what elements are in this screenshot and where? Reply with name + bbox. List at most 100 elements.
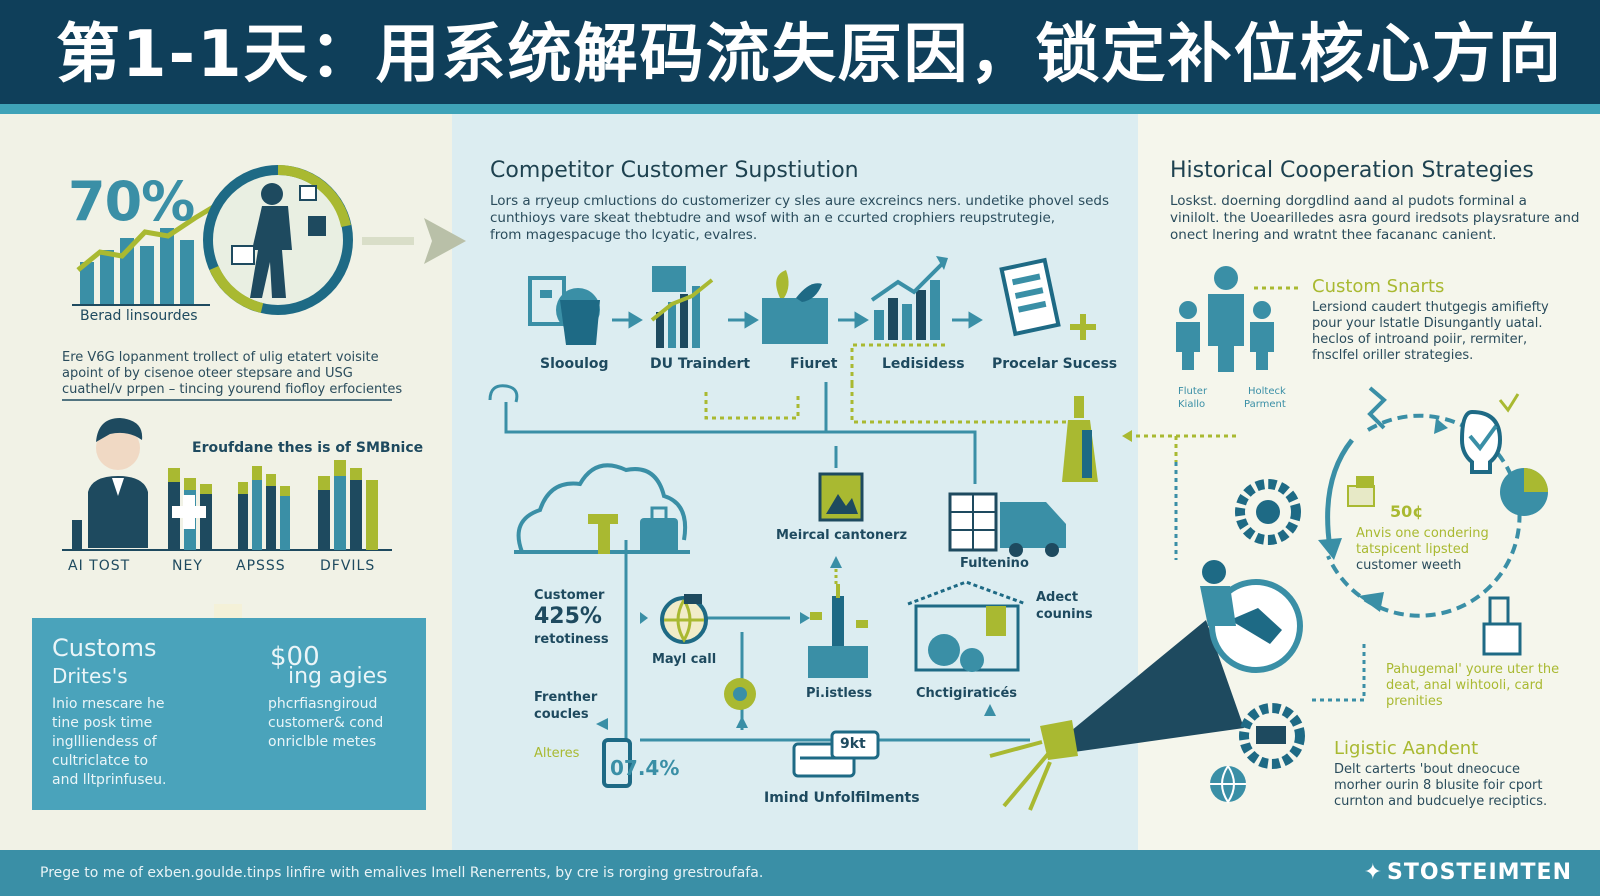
box-line-2: tine posk time <box>52 715 153 731</box>
footer-bar: Prege to me of exben.goulde.tinps linfir… <box>0 850 1600 896</box>
lock-icon <box>1482 596 1522 656</box>
bottom-label: Imind Unfolfilments <box>764 790 920 806</box>
note-line-2: apoint of by cisenoe oteer stepsare and … <box>62 366 353 381</box>
brand-mark-icon: ✦ <box>1363 860 1384 885</box>
pah-line-3: prenities <box>1386 694 1443 709</box>
globe-small-icon <box>1210 765 1246 804</box>
people-left-1: Fluter <box>1178 386 1208 397</box>
brand-name: STOSTEIMTEN <box>1387 860 1572 885</box>
box-line-4: cultriclatce to <box>52 753 149 769</box>
chart-category-1: AI TOST <box>68 558 131 574</box>
flow-step-icon-5 <box>999 257 1096 340</box>
people-group-icon <box>1176 266 1300 372</box>
gear-icon <box>724 678 756 710</box>
box-title-2: Drites's <box>52 664 128 688</box>
flow-label-3: Fiuret <box>790 356 838 372</box>
flow-label-1: Slooulog <box>540 356 609 372</box>
arrow-left-icon <box>1122 430 1132 442</box>
gear-large-icon <box>1235 479 1301 545</box>
box-stat: $00 <box>270 642 320 672</box>
logistic-title: Ligistic Aandent <box>1334 738 1479 759</box>
middle-title: Competitor Customer Supstiution <box>490 158 859 183</box>
middle-desc-3: from magespacuge tho lcyatic, evalres. <box>490 227 758 243</box>
customer-pct: 425% <box>534 604 602 629</box>
page-title: 第1-1天：用系统解码流失原因，锁定补位核心方向 <box>56 18 1556 92</box>
dotted-path-right <box>1174 462 1366 702</box>
header-stripe <box>0 104 1600 114</box>
middle-panel <box>452 114 1138 850</box>
box-line-1: Inio rnescare he <box>52 696 165 712</box>
customs-box: Customs Drites's Inio rnescare he tine p… <box>32 618 426 810</box>
mayl-label: Mayl call <box>652 652 717 667</box>
custom-line-4: fnsclfel oriller strategies. <box>1312 348 1474 363</box>
bottle-icon <box>1062 396 1098 482</box>
stat-line-1: Anvis one condering <box>1356 526 1489 541</box>
flow-label-2: DU Traindert <box>650 356 751 372</box>
handshake-icon <box>1200 560 1303 673</box>
footer-text: Prege to me of exben.goulde.tinps linfir… <box>40 865 764 881</box>
note-line-1: Ere V6G lopanment trollect of ulig etate… <box>62 350 379 365</box>
category-bar-chart <box>62 460 392 551</box>
flow-step-icon-1 <box>528 276 600 345</box>
people-right-2: Parment <box>1244 399 1286 410</box>
alteres-label: Alteres <box>534 746 580 761</box>
gear-card-icon <box>1239 703 1305 769</box>
right-stat: 50¢ <box>1390 502 1424 521</box>
people-right-1: Holteck <box>1248 386 1286 397</box>
phone-icon <box>602 738 632 788</box>
chart-category-4: DFVILS <box>320 558 376 574</box>
stat-line-3: customer weeth <box>1356 558 1462 573</box>
globe-icon <box>660 594 708 644</box>
lightbulb-icon <box>1459 393 1520 474</box>
adect-label-1: Adect <box>1036 590 1079 605</box>
growth-chart-icon <box>72 203 217 306</box>
adect-label-2: counins <box>1036 607 1093 622</box>
person-circle-icon <box>203 165 353 315</box>
right-desc-2: vinilolt. the Uoearilledes asra gourd ir… <box>1170 210 1580 226</box>
cycle-diagram <box>1318 386 1522 618</box>
stat-caption: Berad linsourdes <box>80 308 198 324</box>
house-gears-icon <box>907 580 1027 672</box>
medical-label: Meircal cantonerz <box>776 528 908 543</box>
chotig-label: Chctigiraticés <box>916 686 1018 701</box>
header-banner: 第1-1天：用系统解码流失原因，锁定补位核心方向 <box>0 0 1600 114</box>
box-right-line-3: onriclble metes <box>268 734 377 750</box>
middle-desc-1: Lors a rryeup cmluctions do customerizer… <box>490 193 1110 209</box>
flow-label-4: Ledisidess <box>882 356 965 372</box>
money-stack-icon <box>1347 476 1375 507</box>
ticket-label: 9kt <box>840 736 866 752</box>
frenther-label-2: coucles <box>534 707 589 722</box>
box-title-1: Customs <box>52 634 157 662</box>
stat-pct: 07.4% <box>610 756 680 780</box>
chart-category-2: NEY <box>172 558 203 574</box>
credit-card-icon <box>792 730 880 778</box>
truck-icon <box>948 492 1066 557</box>
note-line-3: cuathel/v prpen – tincing yourend fioflo… <box>62 382 403 397</box>
chart-category-3: APSSS <box>236 558 286 574</box>
cloud-icon <box>514 463 690 554</box>
plistless-label: Pi.istless <box>806 686 873 701</box>
box-right-line-1: phcrfiasngiroud <box>268 696 378 712</box>
building-icon <box>808 568 868 678</box>
brand-logo: ✦STOSTEIMTEN <box>1364 850 1572 896</box>
box-right-line-2: customer& cond <box>268 715 384 731</box>
up-arrows <box>596 556 996 730</box>
retention-label: retotiness <box>534 632 609 647</box>
box-line-3: ingllliendess of <box>52 734 157 750</box>
custom-line-3: heclos of introand poiir, rermiter, <box>1312 332 1528 347</box>
flow-label-5: Procelar Sucess <box>992 356 1118 372</box>
frenther-label-1: Frenther <box>534 690 598 705</box>
middle-desc-2: cunthioys vare skeat thebtudre and wsof … <box>490 210 1056 226</box>
right-desc-1: Loskst. doerning dorgdlind aand al pudot… <box>1170 193 1527 209</box>
connector-lines <box>488 382 1030 742</box>
custom-snarts-title: Custom Snarts <box>1312 276 1445 297</box>
right-desc-3: onect lnering and wratnt thee facananc c… <box>1170 227 1497 243</box>
chart-title: Eroufdane thes is of SMBnice <box>192 440 424 456</box>
pie-chart-icon <box>1500 468 1548 516</box>
right-title: Historical Cooperation Strategies <box>1170 158 1534 183</box>
arrow-right-icon <box>362 218 466 264</box>
custom-line-2: pour your lstatle Disungantly uatal. <box>1312 316 1543 331</box>
people-left-2: Kiallo <box>1178 399 1206 410</box>
